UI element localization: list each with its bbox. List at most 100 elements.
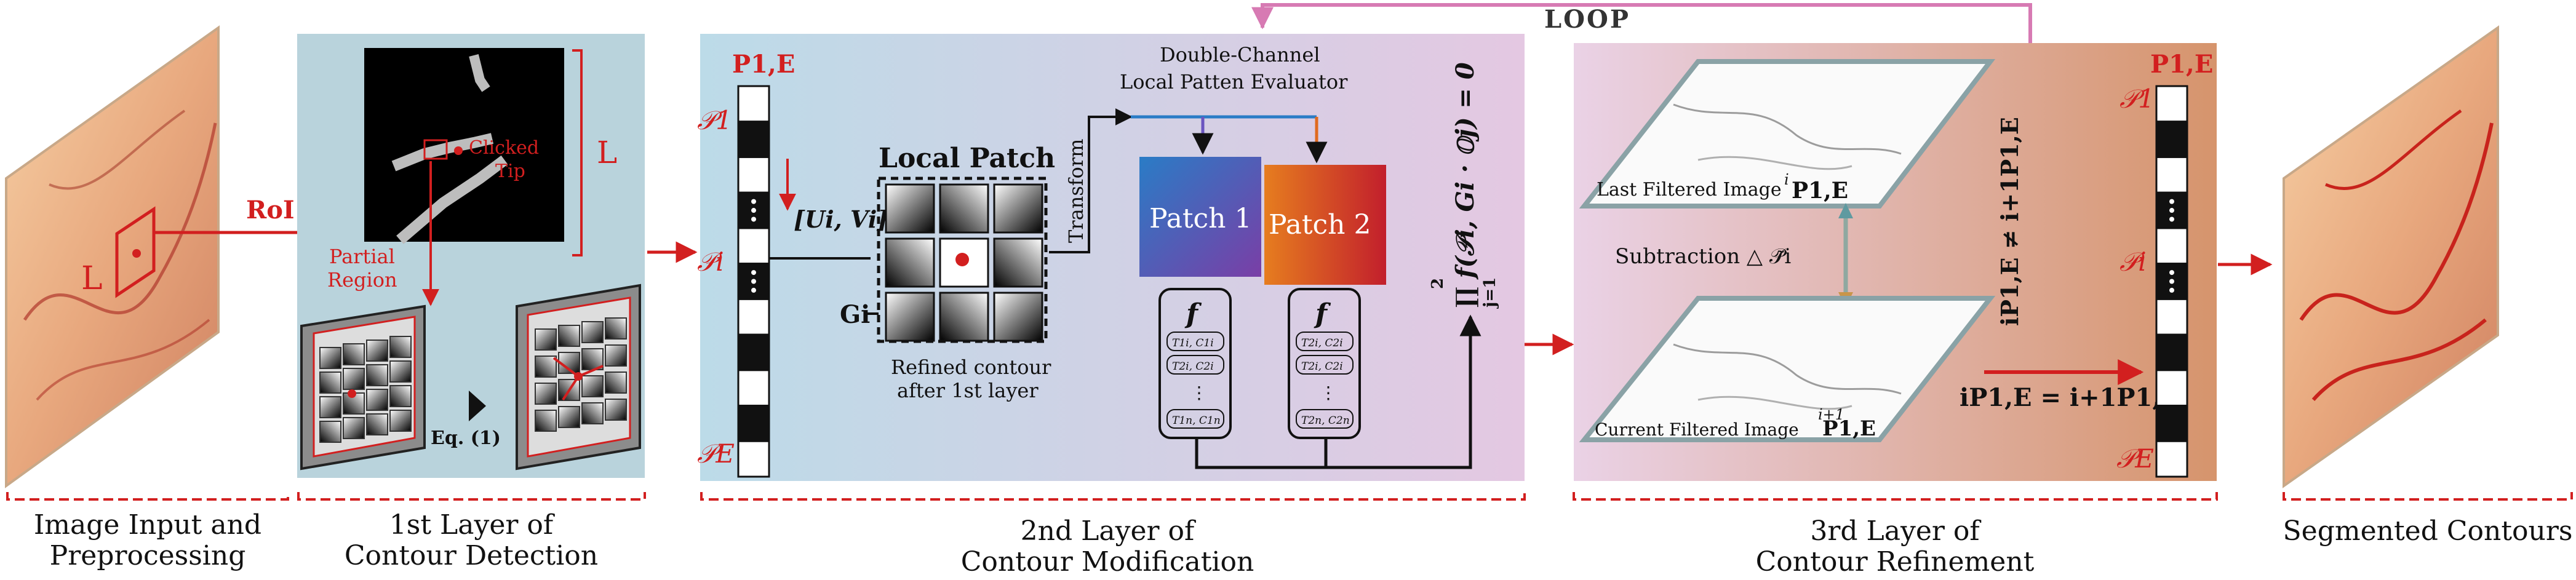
grid-cell xyxy=(389,385,412,407)
local-patch-cell xyxy=(885,183,935,234)
strip-cell xyxy=(2155,333,2188,371)
grid-cell xyxy=(535,410,557,432)
local-patch-cell xyxy=(993,237,1043,288)
eq-formula: iP1,E = i+1P1,E xyxy=(1960,383,2180,412)
local-patch-box xyxy=(877,177,1048,343)
strip-cell xyxy=(737,333,770,371)
grid-cell xyxy=(535,356,557,378)
input-image: L RoI xyxy=(5,25,365,488)
grid-cell xyxy=(319,396,341,418)
patch2-label: Patch 2 xyxy=(1269,209,1371,240)
p1-label-left: 𝒫1 xyxy=(697,105,732,135)
strip-dot xyxy=(751,287,756,293)
strip-dot xyxy=(751,385,756,391)
grid-cell xyxy=(581,375,604,397)
strip-dot xyxy=(2169,217,2174,222)
pi-label-left: 𝒫i xyxy=(697,247,724,277)
local-patch-cell xyxy=(939,292,989,342)
panel-layer1: Clicked Tip L Partial Region Eq. (1) xyxy=(297,34,645,478)
strip-cell xyxy=(2155,121,2188,158)
last-filtered-label: Last Filtered Image xyxy=(1597,179,1782,201)
caption-4-line1: 3rd Layer of xyxy=(1810,515,1981,547)
token-2b: T2i, C2i xyxy=(1301,360,1343,373)
partial-region-label-2: Region xyxy=(327,268,397,292)
formula-upper: 2 xyxy=(1429,278,1447,289)
strip-dot xyxy=(2169,270,2174,276)
patch2-box xyxy=(1264,165,1386,285)
strip-cell xyxy=(2155,405,2188,442)
roi-center-dot xyxy=(132,249,141,258)
captions: Image Input and Preprocessing 1st Layer … xyxy=(34,509,2573,578)
p1e-label-left: P1,E xyxy=(732,50,795,79)
uv-label: [Ui, Vi] xyxy=(794,205,888,233)
current-filtered-label: Current Filtered Image xyxy=(1595,419,1799,440)
caption-2-line2: Contour Detection xyxy=(345,540,598,571)
pe-label-left: 𝒫E xyxy=(697,439,735,469)
patch-center-dot xyxy=(955,253,969,266)
svg-text:⋮: ⋮ xyxy=(1190,383,1208,403)
grid-cell xyxy=(535,328,557,351)
caption-5-line1: Segmented Contours xyxy=(2283,515,2573,547)
patch1-label: Patch 1 xyxy=(1149,203,1252,234)
grid-cell xyxy=(319,347,341,369)
grid-cell xyxy=(389,410,412,432)
output-image xyxy=(2283,25,2499,488)
p1e-label-right: P1,E xyxy=(2150,50,2213,79)
token-2a: T2i, C2i xyxy=(1301,337,1343,349)
patch1-box xyxy=(1139,157,1261,277)
strip-dot xyxy=(2169,199,2174,204)
grid-cell xyxy=(343,343,365,365)
grid-cell xyxy=(389,360,412,383)
formula-main: ∏ f(𝒫i, Gi · 𝕆j) = 0 xyxy=(1451,62,1480,308)
strip-cell xyxy=(2155,156,2188,194)
transform-label: Transform xyxy=(1064,139,1088,244)
last-p-label: P1,E xyxy=(1792,178,1848,204)
strip-cell xyxy=(737,298,770,336)
grid-cell xyxy=(343,417,365,439)
local-patch-cell xyxy=(993,183,1043,234)
strip-cell xyxy=(737,227,770,265)
partial-region-label: Partial xyxy=(329,245,395,268)
refined-contour-label-2: after 1st layer xyxy=(897,379,1039,402)
token-list-2: f T2i, C2i T2i, C2i ⋮ T2n, C2n xyxy=(1288,288,1361,439)
contour-strip-right xyxy=(2155,85,2188,478)
caption-4-line2: Contour Refinement xyxy=(1756,546,2035,578)
strip-dot xyxy=(751,199,756,204)
token-1c: T1n, C1n xyxy=(1172,415,1221,427)
local-patch-cell xyxy=(885,237,935,288)
strip-cell xyxy=(737,405,770,442)
patch-grid-right xyxy=(516,284,641,471)
strip-cell xyxy=(737,156,770,194)
caption-1-line2: Preprocessing xyxy=(50,540,246,571)
strip-cell xyxy=(2155,85,2188,123)
clicked-tip-label: Clicked xyxy=(469,137,539,159)
panel-layer3: Last Filtered Image i P1,E Subtraction △… xyxy=(1574,43,2217,481)
last-sup: i xyxy=(1784,171,1789,188)
grid-cell xyxy=(558,325,580,347)
grid-cell xyxy=(605,371,627,394)
grid-cell xyxy=(366,413,388,435)
token-1b: T2i, C2i xyxy=(1172,360,1214,373)
grid-cell xyxy=(605,344,627,367)
grid-cell xyxy=(343,368,365,390)
pe-label-right: 𝒫E xyxy=(2116,443,2154,474)
l-label-input: L xyxy=(81,260,103,297)
current-p-label: P1,E xyxy=(1822,416,1876,441)
grid-cell xyxy=(319,371,341,394)
strip-dot xyxy=(2169,385,2174,391)
token-2c: T2n, C2n xyxy=(1301,415,1350,427)
strip-dot xyxy=(751,217,756,222)
strip-cell xyxy=(2155,298,2188,336)
local-patch-cell xyxy=(993,292,1043,342)
grid-cell xyxy=(366,389,388,411)
p1-label-right: 𝒫1 xyxy=(2119,84,2155,114)
local-patch-cell xyxy=(939,183,989,234)
clicked-tip-label-2: Tip xyxy=(495,161,525,182)
refined-contour-label: Refined contour xyxy=(891,356,1051,379)
evaluator-label-2: Local Patten Evaluator xyxy=(1120,70,1348,93)
section-brackets xyxy=(6,492,2573,501)
panel-layer2: P1,E 𝒫1 𝒫i 𝒫E [Ui, Vi] Local Patch Gi Re… xyxy=(697,34,1525,481)
strip-dot xyxy=(751,279,756,284)
strip-dot xyxy=(2169,279,2174,284)
grid-cell xyxy=(389,336,412,358)
